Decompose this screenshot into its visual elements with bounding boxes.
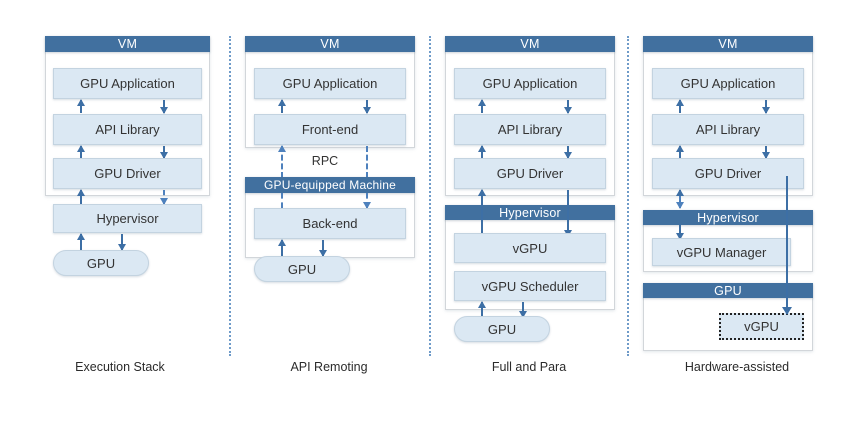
- box-back-end: Back-end: [254, 208, 406, 239]
- box-gpu-application: GPU Application: [652, 68, 804, 99]
- panel-hardware-assisted: VM GPU Application API Library GPU Drive…: [627, 0, 850, 428]
- gpu-machine-header: GPU-equipped Machine: [245, 177, 415, 193]
- label-rpc: RPC: [311, 154, 339, 168]
- box-gpu-driver: GPU Driver: [454, 158, 606, 189]
- hypervisor-header: Hypervisor: [445, 205, 615, 220]
- box-api-library: API Library: [652, 114, 804, 145]
- box-hypervisor: Hypervisor: [53, 204, 202, 233]
- caption-full-and-para: Full and Para: [491, 360, 567, 374]
- vm-header: VM: [445, 36, 615, 52]
- box-gpu: GPU: [254, 256, 350, 282]
- box-gpu-application: GPU Application: [254, 68, 406, 99]
- box-vgpu-manager: vGPU Manager: [652, 238, 791, 266]
- box-gpu-driver: GPU Driver: [652, 158, 804, 189]
- box-gpu-application: GPU Application: [454, 68, 606, 99]
- box-vgpu: vGPU: [719, 313, 804, 340]
- vm-header: VM: [45, 36, 210, 52]
- panel-execution-stack: VM GPU Application API Library GPU Drive…: [0, 0, 229, 428]
- vm-header: VM: [643, 36, 813, 52]
- box-gpu: GPU: [53, 250, 149, 276]
- caption-execution-stack: Execution Stack: [75, 360, 165, 374]
- box-api-library: API Library: [454, 114, 606, 145]
- hypervisor-header: Hypervisor: [643, 210, 813, 225]
- panel-api-remoting: VM GPU Application Front-end RPC GPU-equ…: [229, 0, 429, 428]
- caption-hardware-assisted: Hardware-assisted: [684, 360, 790, 374]
- box-gpu-application: GPU Application: [53, 68, 202, 99]
- panel-divider-3: [627, 36, 629, 356]
- panel-divider-1: [229, 36, 231, 356]
- gpu-header: GPU: [643, 283, 813, 298]
- box-gpu: GPU: [454, 316, 550, 342]
- caption-api-remoting: API Remoting: [290, 360, 368, 374]
- box-api-library: API Library: [53, 114, 202, 145]
- box-front-end: Front-end: [254, 114, 406, 145]
- box-gpu-driver: GPU Driver: [53, 158, 202, 189]
- vm-header: VM: [245, 36, 415, 52]
- box-vgpu: vGPU: [454, 233, 606, 263]
- panel-divider-2: [429, 36, 431, 356]
- panel-full-and-para: VM GPU Application API Library GPU Drive…: [429, 0, 627, 428]
- box-vgpu-scheduler: vGPU Scheduler: [454, 271, 606, 301]
